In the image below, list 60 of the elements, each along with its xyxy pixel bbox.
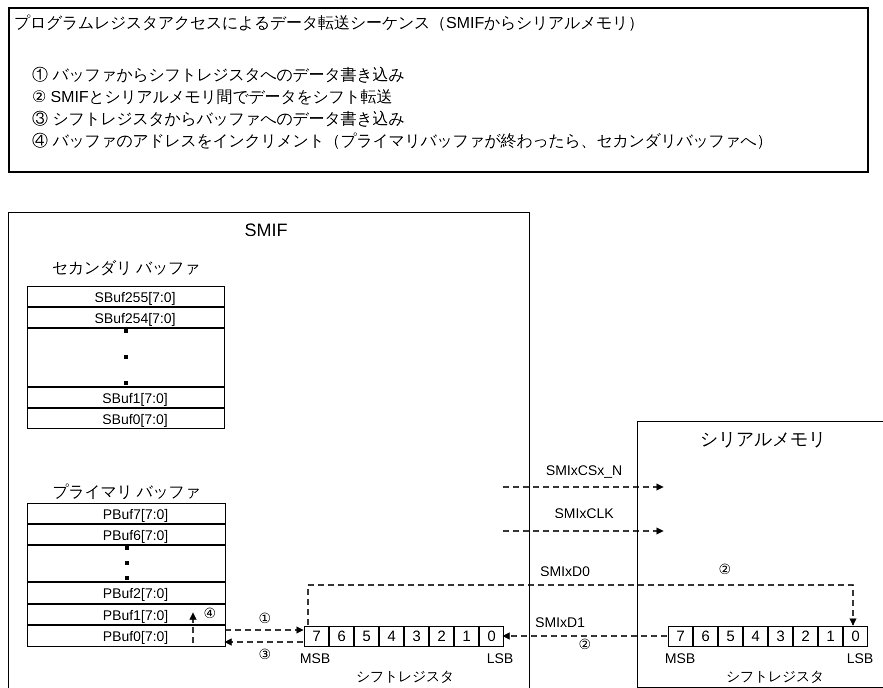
- bit-cell: 6: [693, 626, 718, 647]
- edge-label: ①: [258, 610, 272, 626]
- step-description: ② SMIFとシリアルメモリ間でデータをシフト転送: [31, 88, 393, 108]
- bit-cell: 1: [818, 626, 843, 647]
- buffer-row: SBuf255[7:0]: [27, 286, 225, 307]
- buffer-heading: プライマリ バッファ: [52, 483, 201, 503]
- edge-label: SMIxD0: [539, 563, 591, 579]
- bit-cell: 2: [429, 626, 454, 647]
- bit-cell: 0: [843, 626, 868, 647]
- edge-label: SMIxCLK: [553, 505, 615, 521]
- buffer-row: PBuf0[7:0]: [27, 625, 226, 647]
- bit-cell: 6: [329, 626, 354, 647]
- buffer-row: PBuf2[7:0]: [27, 582, 226, 604]
- block-title: SMIF: [244, 219, 288, 241]
- bit-cell: 3: [404, 626, 429, 647]
- description-title: プログラムレジスタアクセスによるデータ転送シーケンス（SMIFからシリアルメモリ）: [14, 14, 644, 34]
- bit-label: LSB: [846, 650, 874, 666]
- step-description: ① バッファからシフトレジスタへのデータ書き込み: [31, 66, 404, 86]
- step-number: ②: [718, 561, 732, 577]
- description-box: [8, 7, 869, 173]
- bit-label: MSB: [300, 650, 330, 666]
- dashed-arrow: [189, 612, 197, 643]
- ellipsis-row: [27, 328, 225, 387]
- bit-cell: 3: [768, 626, 793, 647]
- register-label: シフトレジスタ: [726, 668, 824, 684]
- bit-cell: 0: [479, 626, 504, 647]
- dashed-arrow: [225, 626, 304, 634]
- buffer-heading: セカンダリ バッファ: [52, 259, 200, 279]
- bit-label: LSB: [486, 650, 514, 666]
- bit-cell: 2: [793, 626, 818, 647]
- step-description: ④ バッファのアドレスをインクリメント（プライマリバッファが終わったら、セカンダリバッファへ）: [31, 132, 772, 152]
- bit-cell: 5: [718, 626, 743, 647]
- dashed-arrow: [503, 483, 664, 491]
- register-label: シフトレジスタ: [356, 668, 454, 684]
- bit-label: MSB: [664, 650, 696, 666]
- bit-cell: 1: [454, 626, 479, 647]
- dashed-arrow: [502, 632, 667, 640]
- bit-cell: 5: [354, 626, 379, 647]
- edge-label: SMIxD1: [534, 614, 586, 630]
- bit-cell: 7: [668, 626, 693, 647]
- dashed-arrow: [307, 584, 857, 626]
- edge-label: ④: [202, 605, 218, 621]
- dashed-arrow: [503, 527, 664, 535]
- edge-label: ③: [258, 646, 272, 662]
- bit-cell: 7: [304, 626, 329, 647]
- edge-label: SMIxCSx_N: [544, 462, 624, 478]
- block-box: [8, 212, 530, 688]
- buffer-row: PBuf7[7:0]: [27, 503, 226, 524]
- block-box: [637, 421, 883, 688]
- dashed-arrow: [224, 638, 303, 646]
- bit-cell: 4: [379, 626, 404, 647]
- buffer-row: SBuf254[7:0]: [27, 307, 225, 328]
- step-description: ③ シフトレジスタからバッファへのデータ書き込み: [31, 110, 404, 130]
- buffer-row: SBuf0[7:0]: [27, 408, 225, 429]
- buffer-row: PBuf6[7:0]: [27, 524, 226, 545]
- block-title: シリアルメモリ: [700, 428, 826, 450]
- step-number: ②: [578, 636, 592, 652]
- bit-cell: 4: [743, 626, 768, 647]
- ellipsis-row: [27, 545, 226, 582]
- buffer-row: SBuf1[7:0]: [27, 387, 225, 408]
